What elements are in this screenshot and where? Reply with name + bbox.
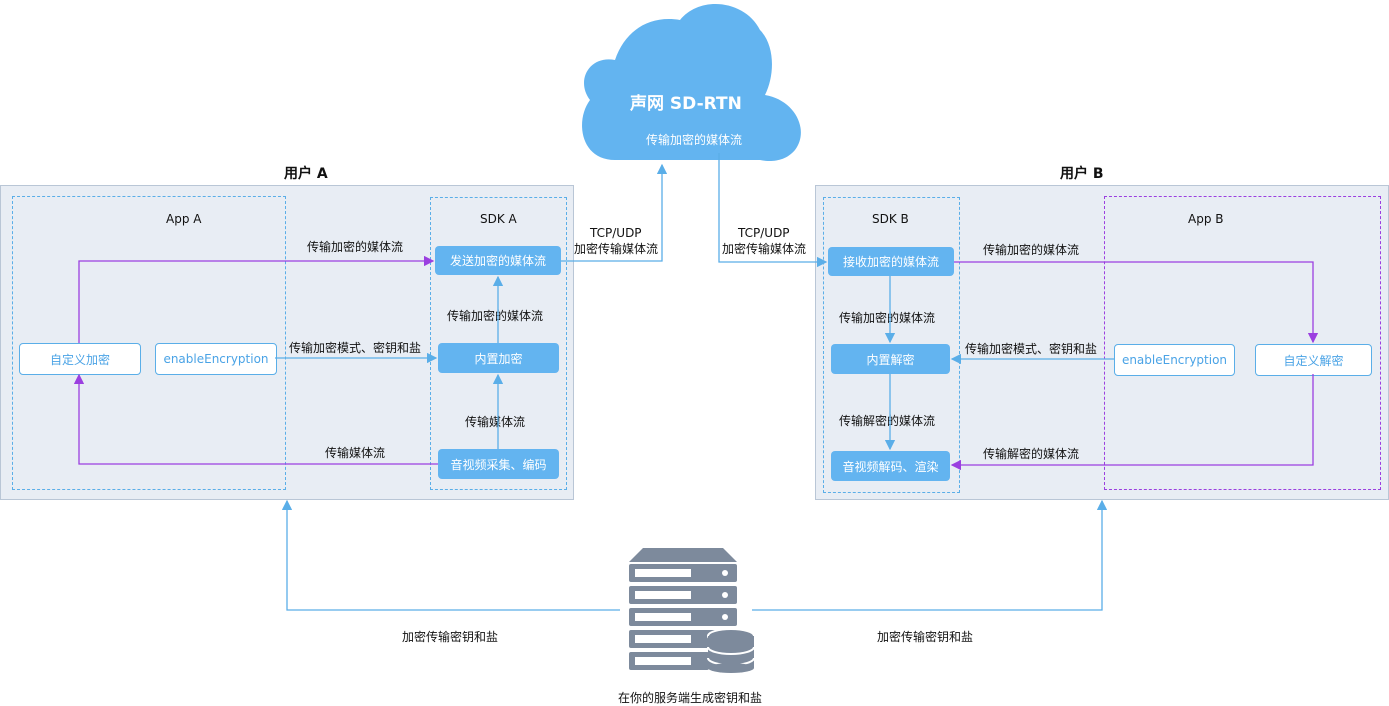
server-right-label: 加密传输密钥和盐 bbox=[877, 630, 974, 644]
b-label-mid: 传输加密模式、密钥和盐 bbox=[965, 342, 1098, 356]
sdk-b-label: SDK B bbox=[872, 212, 909, 226]
custom-encrypt-box[interactable]: 自定义加密 bbox=[19, 343, 141, 375]
b-sdk-label-down2: 传输解密的媒体流 bbox=[839, 414, 936, 428]
user-a-title: 用户 A bbox=[284, 166, 328, 182]
b-sdk-label-down1: 传输加密的媒体流 bbox=[839, 311, 936, 325]
send-encrypted-stream-button[interactable]: 发送加密的媒体流 bbox=[435, 246, 561, 275]
b-net-line1: TCP/UDP bbox=[738, 226, 790, 240]
builtin-encrypt-button[interactable]: 内置加密 bbox=[438, 343, 559, 373]
a-net-line1: TCP/UDP bbox=[590, 226, 642, 240]
a-label-bottom: 传输媒体流 bbox=[325, 446, 386, 460]
b-label-bottom: 传输解密的媒体流 bbox=[983, 447, 1080, 461]
server-left-label: 加密传输密钥和盐 bbox=[402, 630, 499, 644]
enable-encryption-box-a[interactable]: enableEncryption bbox=[155, 343, 277, 375]
app-a-label: App A bbox=[166, 212, 202, 226]
cloud-name: 声网 SD-RTN bbox=[630, 94, 742, 114]
server-database-icon bbox=[629, 548, 755, 673]
app-a-region bbox=[12, 196, 286, 490]
a-sdk-label-up1: 传输加密的媒体流 bbox=[447, 309, 544, 323]
app-b-region bbox=[1104, 196, 1381, 490]
receive-encrypted-stream-button[interactable]: 接收加密的媒体流 bbox=[828, 247, 954, 276]
app-b-label: App B bbox=[1188, 212, 1224, 226]
sdk-a-label: SDK A bbox=[480, 212, 517, 226]
enable-encryption-box-b[interactable]: enableEncryption bbox=[1114, 344, 1235, 376]
a-label-top: 传输加密的媒体流 bbox=[307, 240, 404, 254]
b-net-line2: 加密传输媒体流 bbox=[722, 242, 807, 256]
b-label-top: 传输加密的媒体流 bbox=[983, 243, 1080, 257]
sdk-b-region bbox=[823, 197, 960, 493]
a-label-mid: 传输加密模式、密钥和盐 bbox=[289, 341, 422, 355]
builtin-decrypt-button[interactable]: 内置解密 bbox=[831, 344, 950, 374]
cloud-stream-label: 传输加密的媒体流 bbox=[646, 133, 743, 147]
decode-render-button[interactable]: 音视频解码、渲染 bbox=[831, 451, 950, 481]
capture-encode-button[interactable]: 音视频采集、编码 bbox=[438, 449, 559, 479]
a-sdk-label-up2: 传输媒体流 bbox=[465, 415, 526, 429]
sdk-a-region bbox=[430, 197, 567, 490]
user-b-title: 用户 B bbox=[1060, 166, 1104, 182]
server-caption: 在你的服务端生成密钥和盐 bbox=[618, 691, 763, 705]
cloud-icon bbox=[582, 3, 801, 161]
custom-decrypt-box[interactable]: 自定义解密 bbox=[1255, 344, 1372, 376]
a-net-line2: 加密传输媒体流 bbox=[574, 242, 659, 256]
